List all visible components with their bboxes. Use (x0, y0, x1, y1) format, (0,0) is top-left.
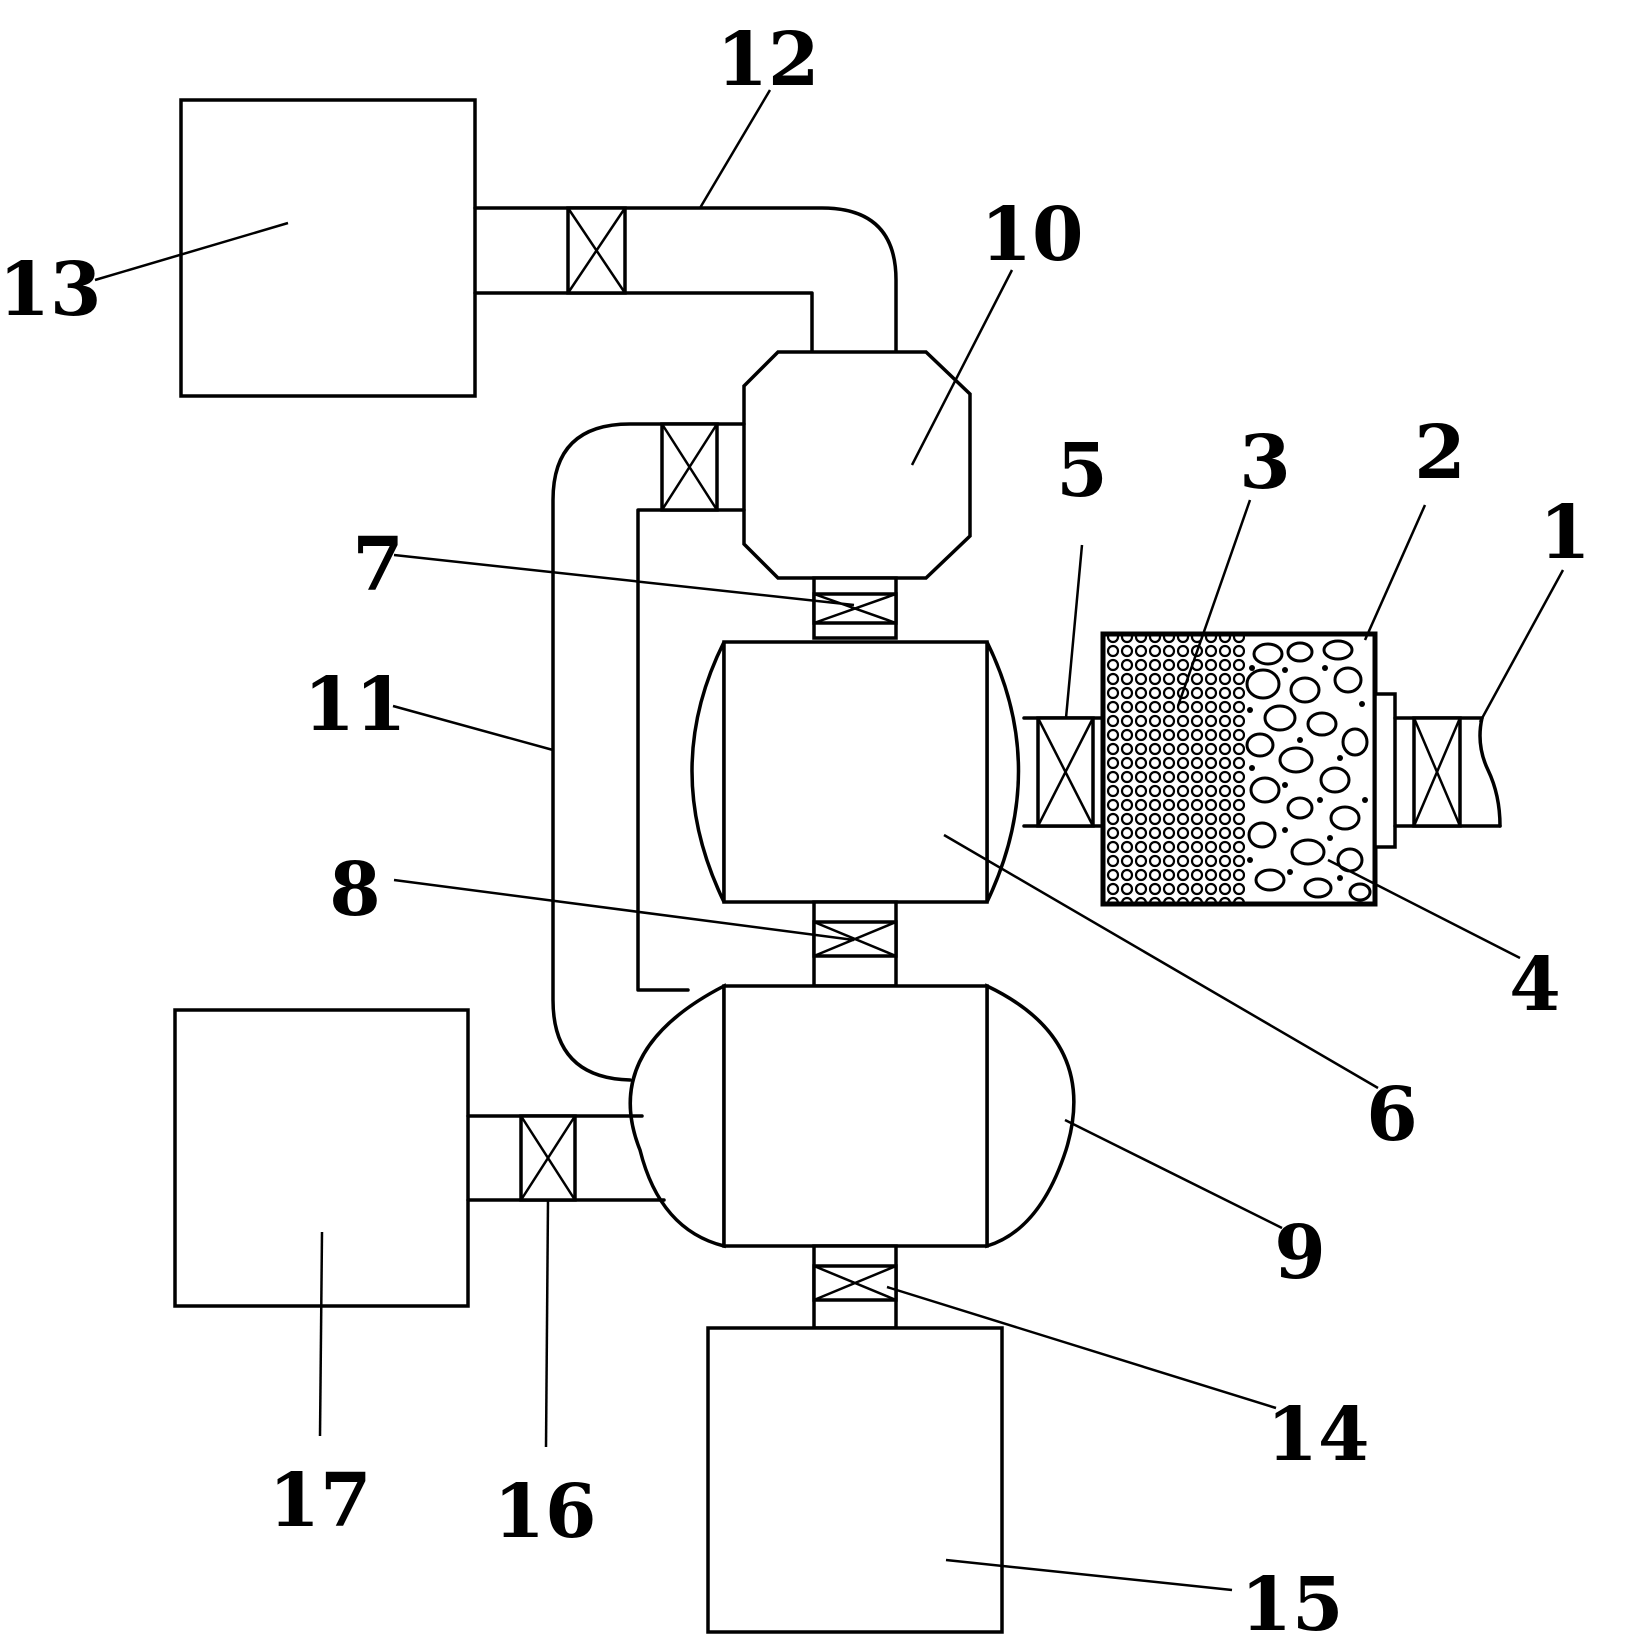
leader-13 (94, 221, 289, 282)
leader-17 (318, 1231, 324, 1437)
valve-12 (566, 206, 627, 295)
valve-16 (519, 1114, 577, 1202)
label-8: 8 (329, 847, 381, 933)
leader-8 (393, 878, 855, 942)
leader-15 (945, 1558, 1233, 1592)
label-4: 4 (1509, 942, 1561, 1028)
label-3: 3 (1239, 420, 1291, 506)
pipe-12 (473, 206, 898, 354)
leader-6 (943, 833, 1379, 1090)
label-11: 11 (304, 662, 407, 748)
leader-1 (1478, 569, 1565, 723)
valve-7 (812, 576, 898, 640)
leader-10 (910, 269, 1014, 466)
leader-3 (1176, 499, 1252, 707)
valve-5 (1036, 716, 1095, 828)
label-10: 10 (981, 192, 1084, 278)
leader-11 (392, 704, 554, 752)
label-12: 12 (717, 17, 820, 103)
flange (1373, 692, 1397, 849)
leader-5 (1064, 544, 1084, 719)
label-5: 5 (1056, 428, 1108, 514)
label-2: 2 (1414, 410, 1466, 496)
filter-2 (1100, 631, 1378, 907)
leader-lines (94, 89, 1565, 1592)
leader-7 (393, 553, 855, 607)
valve-1 (1412, 716, 1462, 828)
label-16: 16 (494, 1469, 597, 1555)
leader-9 (1064, 1118, 1283, 1230)
leader-12 (698, 89, 772, 209)
label-6: 6 (1366, 1072, 1418, 1158)
leader-4 (1327, 858, 1521, 960)
leader-16 (544, 1199, 550, 1448)
valve-8 (812, 900, 898, 988)
gravel-4 (1245, 639, 1372, 902)
reactor-9 (628, 983, 1076, 1249)
label-1: 1 (1539, 490, 1591, 576)
label-17: 17 (269, 1458, 372, 1544)
label-15: 15 (1241, 1562, 1344, 1641)
separator-10 (742, 350, 972, 580)
leader-14 (886, 1285, 1277, 1410)
label-13: 13 (0, 247, 101, 333)
bypass-valve (660, 422, 719, 512)
reactor-6 (690, 640, 1021, 904)
label-14: 14 (1267, 1392, 1370, 1478)
label-7: 7 (352, 522, 404, 608)
tank-13 (179, 98, 477, 398)
leader-2 (1363, 504, 1427, 641)
valve-14 (812, 1244, 898, 1330)
tank-15 (706, 1326, 1004, 1634)
reference-labels: 1 2 3 4 5 6 7 8 9 10 11 12 13 14 15 16 1… (0, 17, 1591, 1641)
label-9: 9 (1274, 1210, 1326, 1296)
